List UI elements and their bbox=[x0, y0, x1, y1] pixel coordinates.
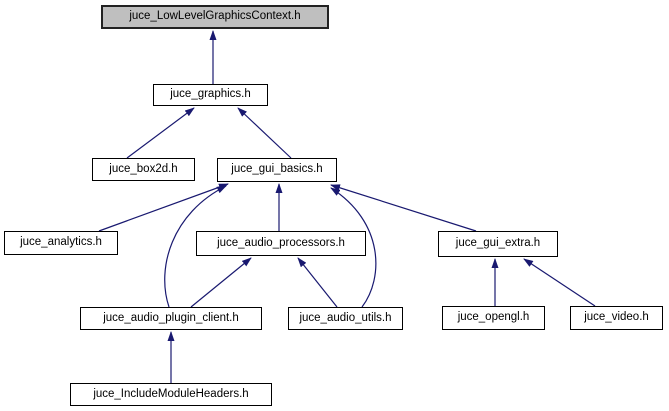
node-juce-box2d-h[interactable]: juce_box2d.h bbox=[92, 158, 195, 181]
node-juce-graphics-h[interactable]: juce_graphics.h bbox=[153, 84, 268, 106]
node-juce-audio-utils-h[interactable]: juce_audio_utils.h bbox=[288, 307, 403, 330]
edge-audio-utils-to-audio-processors bbox=[297, 257, 338, 308]
edge-audio-utils-to-gui-basics bbox=[330, 187, 377, 308]
edge-video-to-gui-extra bbox=[523, 258, 596, 307]
node-juce-gui-extra-h[interactable]: juce_gui_extra.h bbox=[438, 231, 558, 257]
node-juce-video-h[interactable]: juce_video.h bbox=[570, 306, 663, 330]
node-juce-audio-plugin-client-h[interactable]: juce_audio_plugin_client.h bbox=[80, 307, 262, 330]
node-juce-gui-basics-h[interactable]: juce_gui_basics.h bbox=[217, 158, 337, 182]
node-juce-includemoduleheaders-h[interactable]: juce_IncludeModuleHeaders.h bbox=[70, 383, 272, 406]
edge-gui-basics-to-graphics bbox=[237, 107, 292, 159]
edge-gui-extra-to-gui-basics bbox=[330, 184, 477, 232]
edge-analytics-to-gui-basics bbox=[98, 183, 229, 232]
edge-box2d-to-graphics bbox=[126, 107, 195, 159]
node-juce-audio-processors-h[interactable]: juce_audio_processors.h bbox=[196, 231, 366, 256]
edge-audio-plugin-client-to-audio-processors bbox=[190, 257, 252, 308]
node-juce-opengl-h[interactable]: juce_opengl.h bbox=[442, 306, 545, 330]
node-juce-analytics-h[interactable]: juce_analytics.h bbox=[4, 231, 118, 255]
node-juce-lowlevelgraphicscontext-h: juce_LowLevelGraphicsContext.h bbox=[101, 5, 329, 29]
edge-audio-plugin-client-to-gui-basics bbox=[164, 185, 227, 308]
